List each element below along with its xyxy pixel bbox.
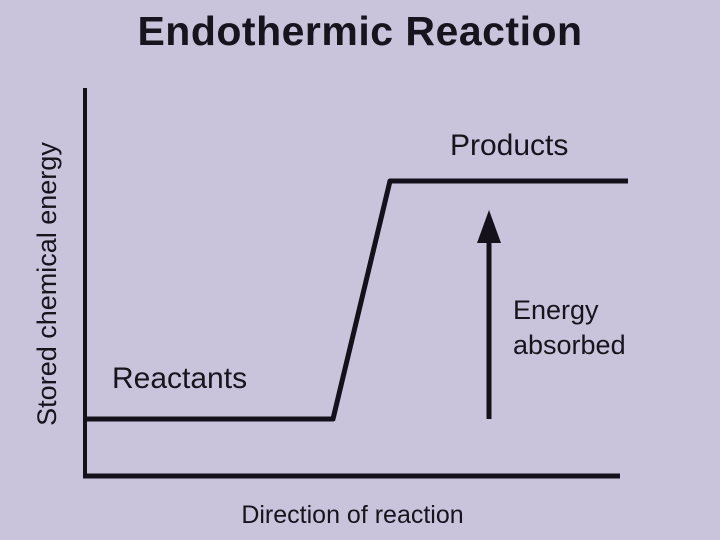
products-label: Products xyxy=(450,129,569,162)
energy-profile-line xyxy=(85,178,628,422)
energy-absorbed-label: Energy absorbed xyxy=(513,295,626,361)
y-axis-label: Stored chemical energy xyxy=(32,142,62,426)
energy-arrow-head-icon xyxy=(477,210,501,243)
x-axis-label: Direction of reaction xyxy=(241,501,464,529)
diagram-title: Endothermic Reaction xyxy=(137,8,583,54)
reactants-label: Reactants xyxy=(112,362,248,395)
